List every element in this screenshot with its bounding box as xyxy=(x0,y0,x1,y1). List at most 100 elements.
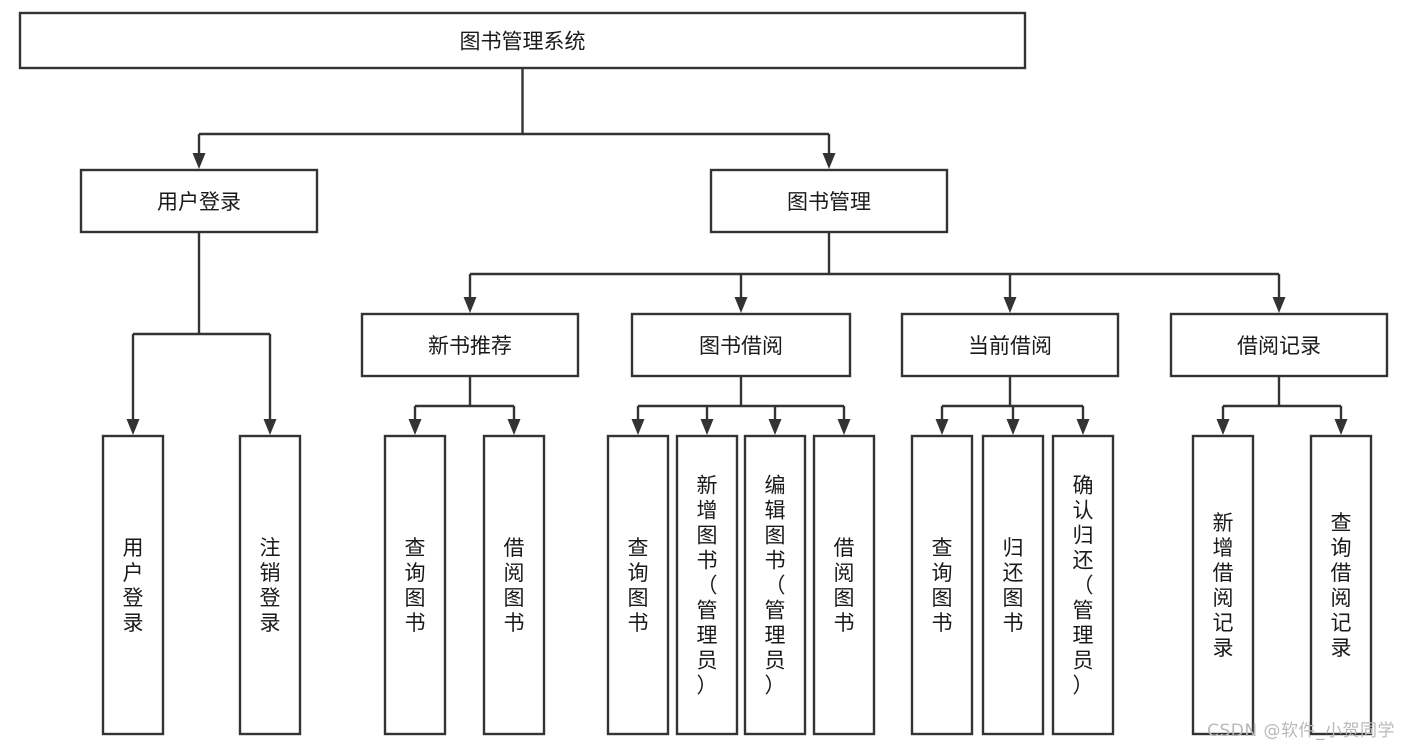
node-label-char: 查 xyxy=(405,536,426,560)
node-record[interactable]: 借阅记录 xyxy=(1169,312,1389,378)
node-bookmgmt[interactable]: 图书管理 xyxy=(709,168,949,234)
node-leaf-borrow-book-1[interactable]: 借阅图书 xyxy=(482,434,546,736)
arrow-head-icon xyxy=(768,419,782,435)
node-label: 图书借阅 xyxy=(699,334,783,358)
node-layer: 图书管理系统用户登录图书管理新书推荐图书借阅当前借阅借阅记录用户登录注销登录查询… xyxy=(18,11,1389,736)
arrow-head-icon xyxy=(507,419,521,435)
node-box[interactable] xyxy=(900,312,1120,378)
node-label: 图书管理系统 xyxy=(460,30,586,54)
node-leaf-query-record[interactable]: 查询借阅记录 xyxy=(1309,434,1373,736)
node-box[interactable] xyxy=(630,312,852,378)
node-label-char: 用 xyxy=(123,536,144,560)
arrow-head-icon xyxy=(837,419,851,435)
node-label-char: 理 xyxy=(697,624,718,648)
node-label-char: 图 xyxy=(405,586,426,610)
node-label-char: 增 xyxy=(1213,536,1234,560)
node-box[interactable] xyxy=(101,434,165,736)
node-label-char: 管 xyxy=(697,599,718,623)
arrow-head-icon xyxy=(1334,419,1348,435)
node-box[interactable] xyxy=(1191,434,1255,736)
node-label: 注销登录 xyxy=(260,536,281,635)
arrow-head-icon xyxy=(126,419,140,435)
node-box[interactable] xyxy=(606,434,670,736)
node-label-char: 还 xyxy=(1073,549,1094,573)
node-box[interactable] xyxy=(812,434,876,736)
node-label: 归还图书 xyxy=(1003,536,1024,635)
node-label-char: ） xyxy=(697,674,718,698)
node-box[interactable] xyxy=(383,434,447,736)
node-label: 借阅图书 xyxy=(504,536,525,635)
node-leaf-add-book[interactable]: 新增图书（管理员） xyxy=(675,434,739,736)
node-box[interactable] xyxy=(910,434,974,736)
node-box[interactable] xyxy=(743,434,807,736)
node-root[interactable]: 图书管理系统 xyxy=(18,11,1027,70)
node-leaf-borrow-book-2[interactable]: 借阅图书 xyxy=(812,434,876,736)
node-label-char: 员 xyxy=(1073,649,1094,673)
node-label-char: （ xyxy=(1073,574,1094,598)
node-leaf-return-book[interactable]: 归还图书 xyxy=(981,434,1045,736)
node-label-char: ） xyxy=(765,674,786,698)
node-leaf-edit-book[interactable]: 编辑图书（管理员） xyxy=(743,434,807,736)
node-label-char: 管 xyxy=(1073,599,1094,623)
node-label-char: 员 xyxy=(765,649,786,673)
node-box[interactable] xyxy=(360,312,580,378)
arrow-head-icon xyxy=(192,153,206,169)
node-label: 借阅记录 xyxy=(1237,334,1321,358)
node-label-char: 借 xyxy=(1213,561,1234,585)
node-label-char: 归 xyxy=(1003,536,1024,560)
node-leaf-user-logout[interactable]: 注销登录 xyxy=(238,434,302,736)
node-leaf-user-login[interactable]: 用户登录 xyxy=(101,434,165,736)
node-label-char: 询 xyxy=(405,561,426,585)
node-box[interactable] xyxy=(981,434,1045,736)
node-label-char: 书 xyxy=(697,549,718,573)
node-label-char: 询 xyxy=(1331,536,1352,560)
node-box[interactable] xyxy=(482,434,546,736)
node-box[interactable] xyxy=(79,168,319,234)
node-label: 用户登录 xyxy=(123,536,144,635)
node-label-char: 查 xyxy=(1331,511,1352,535)
node-label-char: 借 xyxy=(504,536,525,560)
node-label-char: 记 xyxy=(1331,611,1352,635)
node-box[interactable] xyxy=(1309,434,1373,736)
arrow-head-icon xyxy=(1076,419,1090,435)
arrow-head-icon xyxy=(700,419,714,435)
node-box[interactable] xyxy=(709,168,949,234)
node-leaf-query-book-3[interactable]: 查询图书 xyxy=(910,434,974,736)
node-label-char: （ xyxy=(765,574,786,598)
connector-group xyxy=(935,376,1090,435)
node-label-char: 登 xyxy=(260,586,281,610)
node-label-char: 增 xyxy=(697,499,718,523)
node-box[interactable] xyxy=(18,11,1027,70)
node-leaf-query-book-2[interactable]: 查询图书 xyxy=(606,434,670,736)
node-label-char: 认 xyxy=(1073,499,1094,523)
node-label: 借阅图书 xyxy=(834,536,855,635)
node-label: 查询图书 xyxy=(405,536,426,635)
node-box[interactable] xyxy=(238,434,302,736)
node-label: 编辑图书（管理员） xyxy=(765,474,786,698)
node-label-char: 书 xyxy=(834,611,855,635)
node-label-char: 查 xyxy=(932,536,953,560)
node-label-char: 阅 xyxy=(1213,586,1234,610)
node-current[interactable]: 当前借阅 xyxy=(900,312,1120,378)
node-leaf-confirm-return[interactable]: 确认归还（管理员） xyxy=(1051,434,1115,736)
node-label-char: 询 xyxy=(628,561,649,585)
node-label-char: 确 xyxy=(1073,474,1094,498)
node-label-char: 图 xyxy=(932,586,953,610)
node-box[interactable] xyxy=(1169,312,1389,378)
node-leaf-query-book-1[interactable]: 查询图书 xyxy=(383,434,447,736)
node-box[interactable] xyxy=(675,434,739,736)
node-label-char: 注 xyxy=(260,536,281,560)
node-label-char: 图 xyxy=(834,586,855,610)
node-label-char: 图 xyxy=(628,586,649,610)
node-label-char: 书 xyxy=(1003,611,1024,635)
arrow-head-icon xyxy=(631,419,645,435)
node-newbook[interactable]: 新书推荐 xyxy=(360,312,580,378)
watermark-label: CSDN @软件_小贺同学 xyxy=(1207,721,1395,741)
node-label-char: 借 xyxy=(1331,561,1352,585)
node-label-char: 阅 xyxy=(1331,586,1352,610)
node-borrow[interactable]: 图书借阅 xyxy=(630,312,852,378)
node-leaf-add-record[interactable]: 新增借阅记录 xyxy=(1191,434,1255,736)
node-box[interactable] xyxy=(1051,434,1115,736)
node-label-char: 还 xyxy=(1003,561,1024,585)
node-login[interactable]: 用户登录 xyxy=(79,168,319,234)
